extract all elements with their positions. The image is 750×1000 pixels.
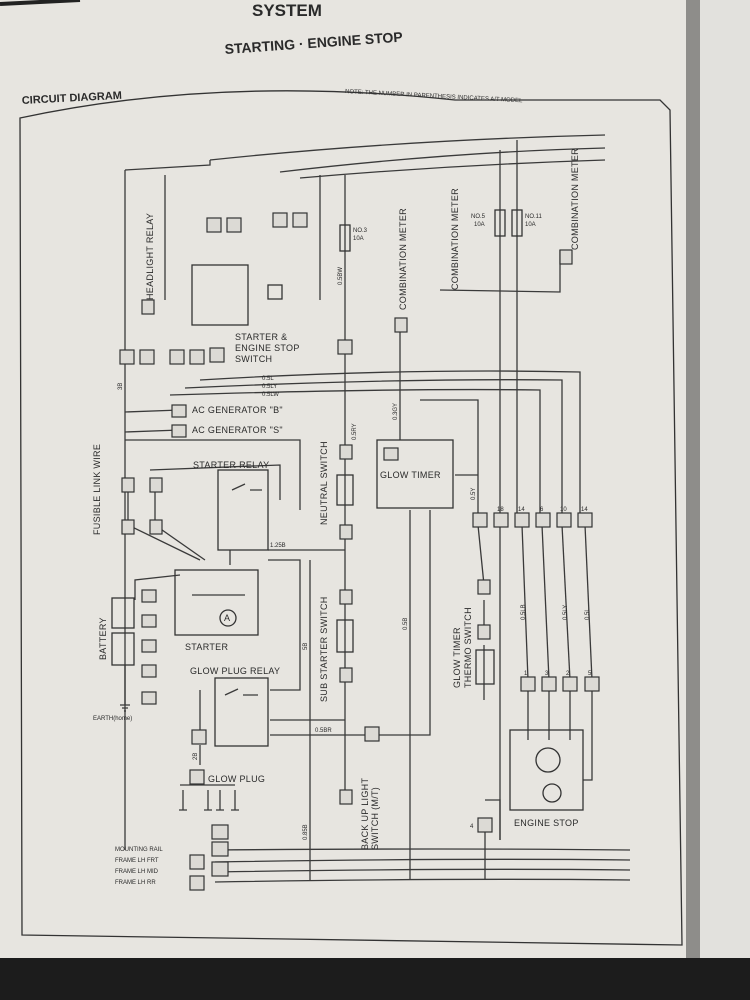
wire-label: 5B [303, 643, 309, 650]
pin-number: 1 [524, 671, 528, 677]
motor-symbol [219, 609, 237, 627]
pin-number: 18 [497, 507, 504, 513]
pin-number: 2 [566, 671, 570, 677]
thermo-switch-label-2: THERMO SWITCH [463, 607, 473, 688]
thermo-switch-label-1: GLOW TIMER [452, 627, 462, 688]
fuse-no5 [494, 209, 506, 237]
wire-label: 0.5LY [262, 384, 277, 390]
wire-label: 0.5RY [352, 423, 358, 440]
pin-number: 5 [588, 671, 592, 677]
wire-label: 0.5L [262, 376, 274, 382]
starter-switch-label-2: ENGINE STOP [235, 343, 300, 353]
headlight-relay-label: HEADLIGHT RELAY [145, 213, 155, 300]
wire-label: 0.5LY [563, 605, 569, 620]
desk-edge [0, 958, 750, 1000]
wire-label: 0.5Y [471, 488, 477, 500]
pin-number: 14 [581, 507, 588, 513]
ac-generator-s-label: AC GENERATOR "S" [192, 425, 283, 435]
adjacent-page [700, 0, 750, 965]
header-rule [0, 0, 81, 6]
wire-label: 0.85B [303, 824, 309, 840]
switch-lamp [267, 284, 283, 300]
section-title: CIRCUIT DIAGRAM [22, 90, 123, 107]
rail-frame-mid: FRAME LH MID [115, 869, 159, 875]
fuse-no5-rating: 10A [474, 222, 485, 228]
sub-starter-switch-label: SUB STARTER SWITCH [319, 596, 329, 702]
glow-timer-label: GLOW TIMER [380, 470, 441, 480]
starter-switch-label-1: STARTER & [235, 332, 287, 342]
wire-label: 0.5L [585, 608, 591, 620]
fuse-no11-label: NO.11 [525, 214, 543, 220]
starter-motor [174, 569, 259, 636]
starter-switch-label-3: SWITCH [235, 354, 272, 364]
backup-light-label-2: SWITCH (M/T) [370, 787, 380, 850]
rail-mounting: MOUNTING RAIL [115, 847, 163, 853]
fuse-no5-label: NO.5 [471, 214, 486, 220]
rail-frame-front: FRAME LH FRT [115, 858, 159, 864]
diagram-border [19, 90, 683, 946]
starter-relay [217, 469, 269, 551]
wire-label: 0.5BR [315, 728, 332, 734]
wire-label: 0.5LB [521, 604, 527, 620]
neutral-switch-label: NEUTRAL SWITCH [319, 441, 329, 525]
page-fold [686, 0, 700, 965]
earth-label: EARTH(home) [93, 716, 132, 722]
pin-number: 10 [560, 507, 567, 513]
fuse-no3-label: NO.3 [353, 228, 368, 234]
pin-numbers: 18 14 6 10 14 1 3 2 5 4 [470, 507, 592, 830]
engine-stop-unit [509, 729, 584, 811]
motor-a-glyph: A [224, 613, 230, 623]
wiring [124, 134, 631, 883]
wire-label: 0.5BW [338, 267, 344, 285]
battery-cell-2 [111, 632, 135, 666]
pin-number: 3 [545, 671, 549, 677]
combination-meter-label-center: COMBINATION METER [398, 208, 408, 310]
fuse-no3-rating: 10A [353, 236, 364, 242]
battery-cell-1 [111, 597, 135, 629]
engine-stop-label: ENGINE STOP [514, 818, 579, 828]
pin-number: 14 [518, 507, 525, 513]
combination-meter-label-far: COMBINATION METER [570, 148, 580, 250]
wire-label: 1.25B [270, 543, 286, 549]
wire-label: 0.5LW [262, 392, 279, 398]
system-title: SYSTEM [252, 1, 322, 20]
combination-meter-label-right: COMBINATION METER [450, 188, 460, 290]
glow-plug-relay [214, 677, 269, 747]
fuse-no3 [339, 224, 351, 252]
wire-label: 0.3GY [393, 403, 399, 420]
sub-starter-switch [336, 619, 354, 653]
starter-label: STARTER [185, 642, 228, 652]
rail-frame-rear: FRAME LH RR [115, 880, 156, 886]
starter-relay-label: STARTER RELAY [193, 460, 269, 470]
connectors [119, 212, 600, 891]
backup-light-label-1: BACK UP LIGHT [360, 778, 370, 850]
glow-plug-label: GLOW PLUG [208, 774, 265, 784]
fuse-no11 [511, 209, 523, 237]
starter-engine-stop-switch [191, 264, 249, 326]
pin-number: 6 [540, 507, 544, 513]
neutral-switch [336, 474, 354, 506]
wire-label: 2B [193, 753, 199, 760]
fusible-link-label: FUSIBLE LINK WIRE [92, 444, 102, 535]
fuse-no11-rating: 10A [525, 222, 536, 228]
wire-labels: 0.5L 0.5LY 0.5LW 0.5BW 0.5RY 0.3GY 1.25B… [118, 267, 591, 840]
glow-timer-thermo-switch [475, 649, 495, 685]
ac-generator-b-label: AC GENERATOR "B" [192, 405, 283, 415]
glow-timer [376, 439, 454, 509]
wire-label: 0.5B [403, 618, 409, 630]
wire-label: 3B [118, 383, 124, 390]
glow-plug-relay-label: GLOW PLUG RELAY [190, 666, 280, 676]
pin-number: 4 [470, 824, 474, 830]
battery-label: BATTERY [98, 617, 108, 660]
